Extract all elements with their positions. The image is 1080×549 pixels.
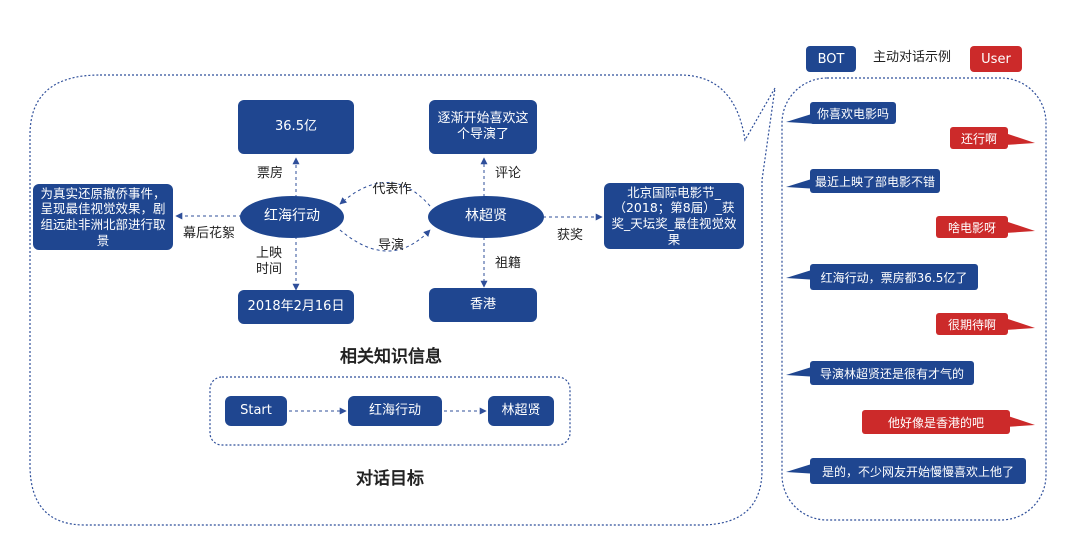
- edge-label-review: 评论: [494, 166, 521, 181]
- director-node: 林超贤: [428, 196, 544, 238]
- chat-message-bot: 你喜欢电影吗: [810, 102, 896, 124]
- movie-node: 红海行动: [240, 196, 344, 238]
- edge-label-award: 获奖: [556, 228, 583, 243]
- chat-message-user: 还行啊: [950, 127, 1008, 149]
- edge-label-trivia: 幕后花絮: [182, 226, 235, 241]
- chat-panel-outline: [781, 77, 1047, 521]
- edge-label-release-time: 上映时间: [255, 246, 282, 277]
- edge-label-director: 导演: [377, 238, 404, 253]
- chat-message-bot: 红海行动，票房都36.5亿了: [810, 264, 978, 290]
- edge-label-origin: 祖籍: [494, 256, 521, 271]
- chat-message-bot: 导演林超贤还是很有才气的: [810, 361, 974, 385]
- chat-title: 主动对话示例: [872, 50, 951, 65]
- chat-message-user: 啥电影呀: [936, 216, 1008, 238]
- review-node: 逐渐开始喜欢这个导演了: [429, 100, 537, 154]
- trivia-node: 为真实还原撤侨事件，呈现最佳视觉效果，剧组远赴非洲北部进行取景: [33, 184, 173, 250]
- edge-label-representative-work: 代表作: [372, 182, 412, 197]
- award-node: 北京国际电影节_（2018；第8届）_获奖_天坛奖_最佳视觉效果: [604, 183, 744, 249]
- chat-message-bot: 是的，不少网友开始慢慢喜欢上他了: [810, 458, 1026, 484]
- goal-director-node: 林超贤: [488, 396, 554, 426]
- goal-title: 对话目标: [356, 469, 424, 489]
- user-legend: User: [970, 46, 1022, 72]
- knowledge-callout-outline: [29, 74, 776, 526]
- goal-box-outline: [209, 376, 571, 446]
- knowledge-title: 相关知识信息: [340, 347, 442, 367]
- goal-movie-node: 红海行动: [348, 396, 442, 426]
- chat-message-user: 很期待啊: [936, 313, 1008, 335]
- edge-label-box-office: 票房: [256, 166, 283, 181]
- birthplace-node: 香港: [429, 288, 537, 322]
- bot-legend: BOT: [806, 46, 856, 72]
- goal-start-node: Start: [225, 396, 287, 426]
- chat-message-bot: 最近上映了部电影不错: [810, 169, 940, 193]
- chat-message-user: 他好像是香港的吧: [862, 410, 1010, 434]
- box-office-node: 36.5亿: [238, 100, 354, 154]
- release-date-node: 2018年2月16日: [238, 290, 354, 324]
